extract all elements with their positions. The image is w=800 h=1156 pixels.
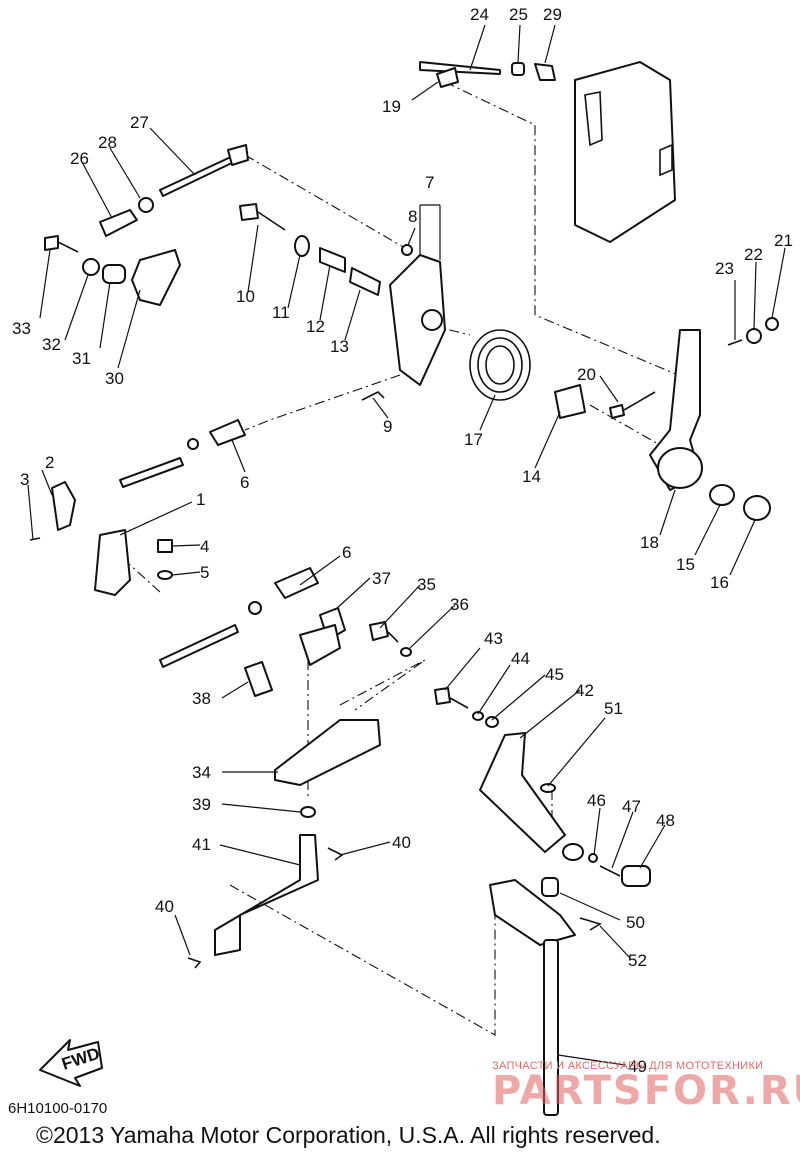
callout-40-left: 40: [155, 897, 174, 916]
callout-31: 31: [72, 349, 91, 368]
callout-10: 10: [236, 287, 255, 306]
callout-1: 1: [196, 490, 205, 509]
callout-22: 22: [744, 245, 763, 264]
callout-42: 42: [575, 681, 594, 700]
callout-33: 33: [12, 319, 31, 338]
callout-52: 52: [628, 951, 647, 970]
copyright-notice: ©2013 Yamaha Motor Corporation, U.S.A. A…: [36, 1122, 661, 1148]
callout-37: 37: [372, 569, 391, 588]
watermark-tagline: ЗАПЧАСТИ И АКСЕССУАРЫ ДЛЯ МОТОТЕХНИКИ: [492, 1060, 764, 1072]
callout-46: 46: [587, 791, 606, 810]
callout-12: 12: [306, 317, 325, 336]
callout-36: 36: [450, 595, 469, 614]
callout-25: 25: [509, 5, 528, 24]
callout-21: 21: [774, 231, 793, 250]
callout-38: 38: [192, 689, 211, 708]
callout-9: 9: [383, 417, 392, 436]
callout-26: 26: [70, 149, 89, 168]
callout-28: 28: [98, 133, 117, 152]
callout-40-right: 40: [392, 833, 411, 852]
callout-23: 23: [715, 259, 734, 278]
callout-2: 2: [45, 453, 54, 472]
part-shapes: FWD: [29, 61, 779, 1116]
callout-41: 41: [192, 835, 211, 854]
callout-numbers: 1 2 3 4 5 6 6 7 8 9 10 11 12 13 14 15 16…: [12, 5, 793, 1076]
callout-5: 5: [200, 563, 209, 582]
callout-14: 14: [522, 467, 541, 486]
callout-7: 7: [425, 173, 434, 192]
callout-6-upper: 6: [240, 473, 249, 492]
callout-49: 49: [628, 1057, 647, 1076]
callout-13: 13: [330, 337, 349, 356]
callout-15: 15: [676, 555, 695, 574]
callout-20: 20: [577, 365, 596, 384]
leader-lines: [27, 24, 786, 1066]
callout-11: 11: [272, 303, 290, 322]
drawing-code: 6H10100-0170: [8, 1100, 108, 1117]
callout-44: 44: [511, 649, 530, 668]
callout-29: 29: [543, 5, 562, 24]
callout-16: 16: [710, 573, 729, 592]
callout-19: 19: [382, 97, 401, 116]
callout-39: 39: [192, 795, 211, 814]
callout-47: 47: [622, 797, 641, 816]
callout-6-lower: 6: [342, 543, 351, 562]
callout-48: 48: [656, 811, 675, 830]
callout-35: 35: [417, 575, 436, 594]
callout-8: 8: [408, 207, 417, 226]
callout-43: 43: [484, 629, 503, 648]
callout-51: 51: [604, 699, 623, 718]
callout-18: 18: [640, 533, 659, 552]
callout-3: 3: [20, 470, 29, 489]
callout-27: 27: [130, 113, 149, 132]
watermark-logo: PARTSFOR.RU: [492, 1068, 800, 1114]
callout-30: 30: [105, 369, 124, 388]
callout-32: 32: [42, 335, 61, 354]
callout-50: 50: [626, 913, 645, 932]
callout-34: 34: [192, 763, 211, 782]
callout-4: 4: [200, 537, 209, 556]
callout-45: 45: [545, 665, 564, 684]
callout-17: 17: [464, 430, 483, 449]
callout-24: 24: [470, 5, 489, 24]
